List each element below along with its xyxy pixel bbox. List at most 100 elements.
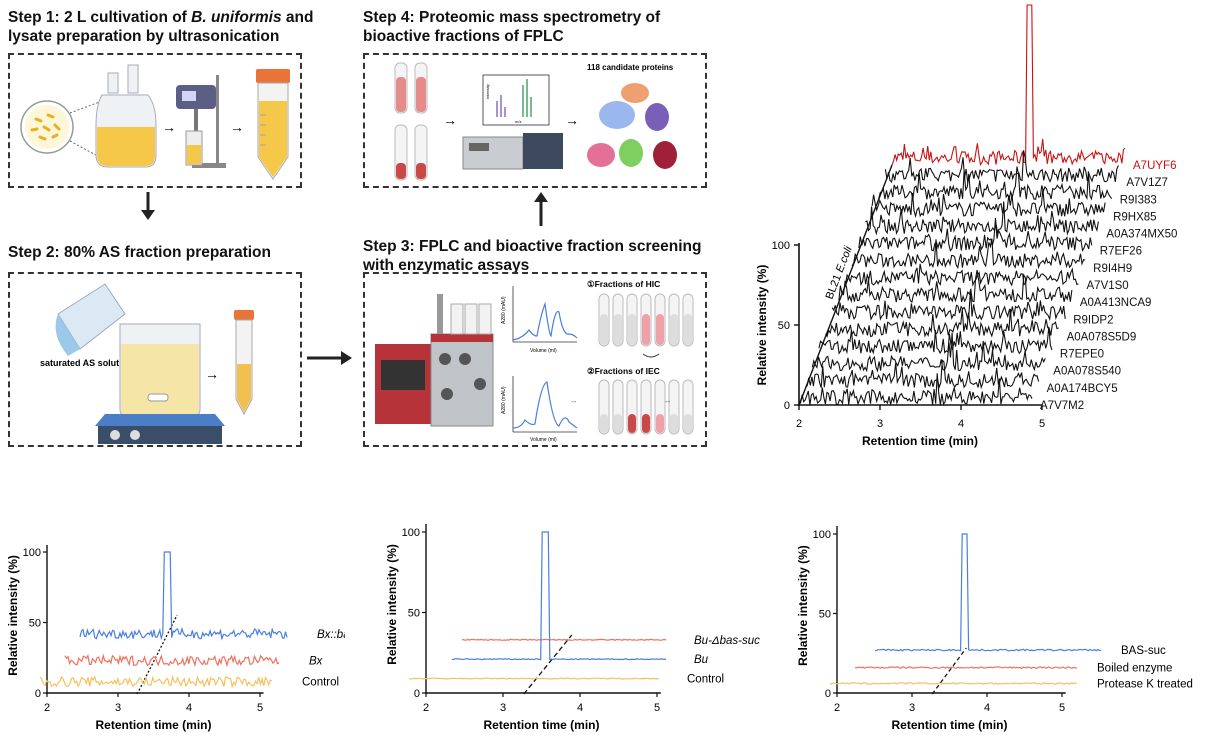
series-line <box>64 653 280 668</box>
svg-text:m/z: m/z <box>515 119 521 124</box>
series-line-a7v1s0 <box>844 263 1079 287</box>
series-label: Control <box>302 677 339 689</box>
step1-box: → → <box>8 53 302 188</box>
hic-tube-fill <box>684 314 692 345</box>
svg-text:--: -- <box>571 397 577 406</box>
series-line <box>408 677 660 680</box>
y-tick-label: 0 <box>825 688 831 700</box>
hic-tube-fill <box>642 314 650 345</box>
x-tick-label: 4 <box>186 702 192 714</box>
y-tick-label: 0 <box>784 400 790 412</box>
x-tick-label: 4 <box>577 702 583 714</box>
step3-box: Volume (ml) A280 (mAU) Volume (ml) A280 … <box>363 272 707 447</box>
x-axis-label: Retention time (min) <box>96 718 212 732</box>
stir-plate-icon <box>95 414 225 444</box>
culture-flask-icon <box>95 64 157 168</box>
ultrasonicator-icon <box>176 75 226 168</box>
svg-text:A280 (mAU): A280 (mAU) <box>501 386 507 414</box>
x-tick-label: 4 <box>984 702 990 714</box>
y-tick-label: 100 <box>23 547 41 559</box>
y-tick-label: 100 <box>402 527 420 539</box>
series-line-r7ef26 <box>858 217 1093 252</box>
bacteria-dish-icon <box>20 99 106 161</box>
series-line-a0a374mx50 <box>865 201 1099 236</box>
svg-text:A280 (mAU): A280 (mAU) <box>501 296 507 324</box>
y-tick-label: 50 <box>408 608 420 620</box>
step3-title: Step 3: FPLC and bioactive fraction scre… <box>363 238 702 274</box>
series-line-r9i4h9 <box>851 238 1086 270</box>
series-label-a7v1z7: A7V1Z7 <box>1126 177 1168 189</box>
series-line-a7v1z7 <box>884 150 1119 184</box>
step2-title: Step 2: 80% AS fraction preparation <box>8 244 271 261</box>
series-label-a7v1s0: A7V1S0 <box>1087 280 1129 292</box>
protein-blobs-icon <box>587 83 677 169</box>
hic-tube-fill <box>628 314 636 345</box>
fplc-instrument-icon <box>375 294 494 427</box>
x-tick-label: 3 <box>500 702 506 714</box>
series-label-r9hx85: R9HX85 <box>1113 211 1156 223</box>
series-line-r9hx85 <box>871 188 1106 219</box>
y-axis-label: Relative intensity (%) <box>755 265 769 386</box>
y-tick-label: 0 <box>414 688 420 700</box>
x-tick-label: 5 <box>1059 702 1065 714</box>
hic-chromatogram-icon: Volume (ml) A280 (mAU) <box>501 286 578 354</box>
series-label-r7ef26: R7EF26 <box>1100 246 1142 258</box>
y-axis-label: Relative intensity (%) <box>385 544 399 665</box>
series-label-a0a174bcy5: A0A174BCY5 <box>1047 383 1118 395</box>
svg-text:→: → <box>565 112 579 128</box>
saturated-as-label: saturated AS solution <box>40 358 133 368</box>
iec-ellipsis: -- <box>665 397 671 406</box>
series-line-a0a078s540 <box>811 332 1046 373</box>
arrow-3: → <box>205 366 219 382</box>
y-tick-label: 100 <box>772 240 790 252</box>
svg-text:Intensity: Intensity <box>485 84 490 99</box>
series-label-a0a078s5d9: A0A078S5D9 <box>1067 331 1137 343</box>
candidate-proteins-label: 118 candidate proteins <box>587 63 674 72</box>
hic-tubes-icon <box>598 293 694 358</box>
iec-tube-fill <box>642 414 650 433</box>
y-tick-label: 50 <box>29 618 41 630</box>
series-label: Bx::bas-suc <box>317 629 345 641</box>
step3-illustration: Volume (ml) A280 (mAU) Volume (ml) A280 … <box>375 279 694 443</box>
x-tick-label: 5 <box>654 702 660 714</box>
step4-box: → m/z Intensity → 118 candidate proteins <box>363 53 707 188</box>
series-line <box>829 681 1078 685</box>
depth-line <box>136 614 178 695</box>
series-line-a7uyf6 <box>891 4 1126 167</box>
hic-tube-fill <box>656 314 664 345</box>
series-label-r9i383: R9I383 <box>1120 194 1157 206</box>
iec-label: ②Fractions of IEC <box>587 366 660 376</box>
series-line <box>854 666 1078 670</box>
lysate-tube-icon <box>256 69 290 180</box>
step2-box: saturated AS solution → <box>8 272 302 447</box>
series-label-a7uyf6: A7UYF6 <box>1133 160 1176 172</box>
series-line-a0a078s5d9 <box>825 308 1059 338</box>
y-tick-label: 50 <box>819 609 831 621</box>
x-tick-label: 3 <box>115 702 121 714</box>
step1-illustration: → → <box>20 64 290 180</box>
arrow-1: → <box>162 119 176 135</box>
down-arrow-1 <box>141 192 155 220</box>
series-label: Protease K treated <box>1097 678 1193 690</box>
x-tick-label: 3 <box>877 418 883 430</box>
series-line-r7epe0 <box>818 326 1053 356</box>
series-label: Control <box>687 674 724 686</box>
hic-tube-fill <box>600 314 608 345</box>
svg-text:→: → <box>443 112 457 128</box>
series-line-r9idp2 <box>831 289 1066 322</box>
depth-line <box>931 647 967 695</box>
series-line-a0a413nca9 <box>838 269 1073 304</box>
x-axis-label: Retention time (min) <box>862 434 978 448</box>
y-tick-label: 0 <box>35 688 41 700</box>
as-fraction-tube-icon <box>234 310 254 416</box>
y-axis-label: Relative intensity (%) <box>6 555 20 676</box>
series-label: Boiled enzyme <box>1097 663 1172 675</box>
series-label-r9idp2: R9IDP2 <box>1073 314 1113 326</box>
y-tick-label: 100 <box>813 529 831 541</box>
series-label: Bu <box>694 654 709 666</box>
right-arrow-1 <box>307 351 352 365</box>
